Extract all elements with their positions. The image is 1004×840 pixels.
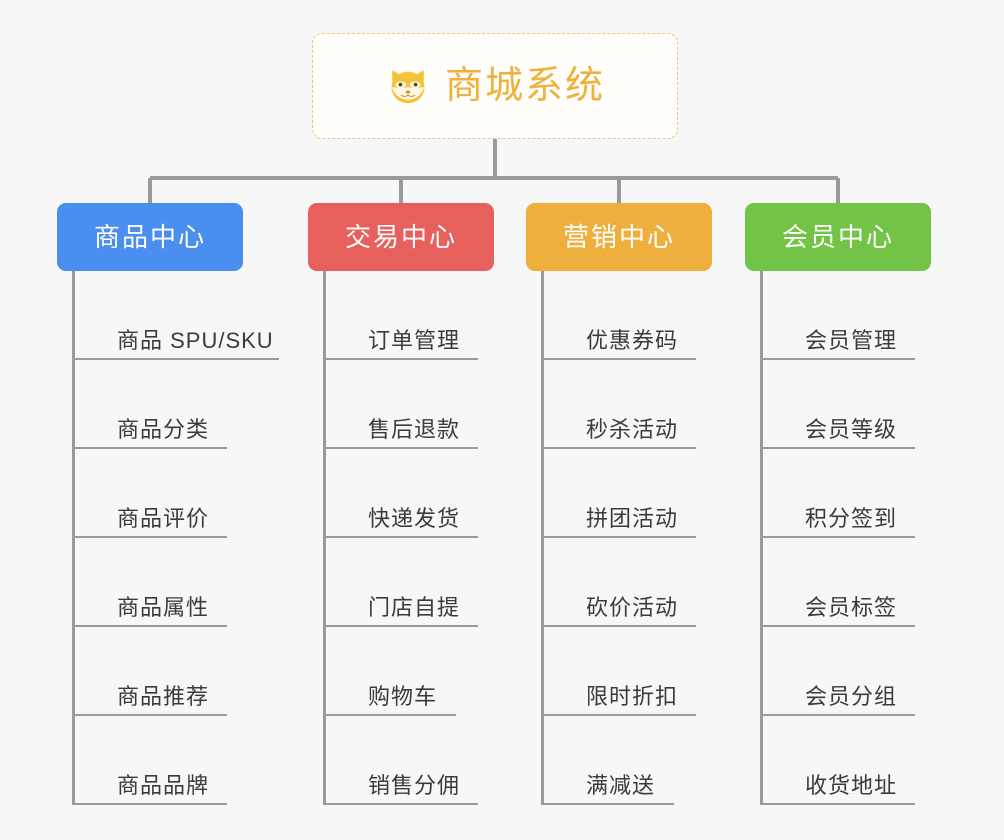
leaf-list-product: 商品 SPU/SKU 商品分类 商品评价 商品属性 商品推荐 商品品牌 (72, 271, 279, 805)
category-column-商品中心: 商品中心 商品 SPU/SKU 商品分类 商品评价 商品属性 商品推荐 商品品牌 (57, 203, 279, 805)
leaf-item[interactable]: 销售分佣 (326, 716, 494, 805)
leaf-label: 会员标签 (805, 595, 898, 620)
category-header-marketing[interactable]: 营销中心 (526, 203, 712, 271)
category-column-交易中心: 交易中心 订单管理 售后退款 快递发货 门店自提 购物车 销售分佣 (308, 203, 494, 805)
leaf-label: 商品推荐 (117, 684, 210, 709)
leaf-label: 售后退款 (368, 417, 461, 442)
leaf-underline (75, 714, 227, 716)
leaf-underline (763, 447, 915, 449)
leaf-underline (763, 358, 915, 360)
leaf-item[interactable]: 砍价活动 (544, 538, 712, 627)
category-header-label: 商品中心 (93, 222, 206, 252)
leaf-underline (75, 447, 227, 449)
leaf-label: 商品品牌 (117, 773, 210, 798)
category-header-member[interactable]: 会员中心 (745, 203, 931, 271)
leaf-label: 收货地址 (805, 773, 898, 798)
leaf-item[interactable]: 会员标签 (763, 538, 931, 627)
root-title: 商城系统 (444, 65, 605, 107)
leaf-label: 快递发货 (368, 506, 461, 531)
leaf-item[interactable]: 商品分类 (75, 360, 243, 449)
leaf-item[interactable]: 收货地址 (763, 716, 931, 805)
leaf-underline (75, 625, 227, 627)
leaf-underline (544, 714, 696, 716)
leaf-underline (544, 625, 696, 627)
leaf-item[interactable]: 优惠券码 (544, 271, 712, 360)
leaf-underline (763, 536, 915, 538)
leaf-underline (75, 358, 279, 360)
leaf-underline (544, 536, 696, 538)
category-header-trade[interactable]: 交易中心 (308, 203, 494, 271)
leaf-label: 商品分类 (117, 417, 210, 442)
leaf-underline (326, 714, 456, 716)
leaf-item[interactable]: 满减送 (544, 716, 712, 805)
leaf-item[interactable]: 限时折扣 (544, 627, 712, 716)
leaf-list-trade: 订单管理 售后退款 快递发货 门店自提 购物车 销售分佣 (323, 271, 494, 805)
leaf-item[interactable]: 商品品牌 (75, 716, 243, 805)
leaf-label: 会员分组 (805, 684, 898, 709)
leaf-underline (544, 447, 696, 449)
leaf-label: 砍价活动 (586, 595, 679, 620)
leaf-underline (326, 447, 478, 449)
leaf-underline (326, 625, 478, 627)
leaf-item[interactable]: 积分签到 (763, 449, 931, 538)
leaf-underline (763, 625, 915, 627)
leaf-label: 秒杀活动 (586, 417, 679, 442)
dog-face-icon (385, 63, 431, 109)
leaf-label: 门店自提 (368, 595, 461, 620)
leaf-item[interactable]: 秒杀活动 (544, 360, 712, 449)
leaf-label: 商品评价 (117, 506, 210, 531)
leaf-underline (326, 358, 478, 360)
leaf-item[interactable]: 商品属性 (75, 538, 243, 627)
leaf-underline (326, 803, 478, 805)
leaf-label: 购物车 (368, 684, 438, 709)
leaf-underline (763, 714, 915, 716)
leaf-label: 会员等级 (805, 417, 898, 442)
leaf-item[interactable]: 商品评价 (75, 449, 243, 538)
leaf-underline (544, 803, 674, 805)
leaf-item[interactable]: 拼团活动 (544, 449, 712, 538)
leaf-label: 商品 SPU/SKU (117, 328, 274, 353)
leaf-item[interactable]: 订单管理 (326, 271, 494, 360)
leaf-label: 限时折扣 (586, 684, 679, 709)
leaf-label: 积分签到 (805, 506, 898, 531)
leaf-item[interactable]: 会员等级 (763, 360, 931, 449)
category-header-label: 会员中心 (781, 222, 894, 252)
category-column-会员中心: 会员中心 会员管理 会员等级 积分签到 会员标签 会员分组 收货地址 (745, 203, 931, 805)
category-header-product[interactable]: 商品中心 (57, 203, 243, 271)
leaf-item[interactable]: 售后退款 (326, 360, 494, 449)
leaf-underline (763, 803, 915, 805)
leaf-item[interactable]: 商品 SPU/SKU (75, 271, 279, 360)
leaf-underline (75, 803, 227, 805)
leaf-item[interactable]: 会员分组 (763, 627, 931, 716)
category-header-label: 营销中心 (562, 222, 675, 252)
leaf-underline (544, 358, 696, 360)
leaf-label: 订单管理 (368, 328, 461, 353)
leaf-label: 满减送 (586, 773, 656, 798)
leaf-label: 会员管理 (805, 328, 898, 353)
leaf-item[interactable]: 商品推荐 (75, 627, 243, 716)
leaf-label: 商品属性 (117, 595, 210, 620)
leaf-underline (326, 536, 478, 538)
category-header-label: 交易中心 (344, 222, 457, 252)
leaf-label: 拼团活动 (586, 506, 679, 531)
leaf-list-member: 会员管理 会员等级 积分签到 会员标签 会员分组 收货地址 (760, 271, 931, 805)
category-column-营销中心: 营销中心 优惠券码 秒杀活动 拼团活动 砍价活动 限时折扣 满减送 (526, 203, 712, 805)
leaf-item[interactable]: 购物车 (326, 627, 494, 716)
leaf-label: 优惠券码 (586, 328, 679, 353)
leaf-label: 销售分佣 (368, 773, 461, 798)
leaf-item[interactable]: 门店自提 (326, 538, 494, 627)
leaf-item[interactable]: 快递发货 (326, 449, 494, 538)
leaf-list-marketing: 优惠券码 秒杀活动 拼团活动 砍价活动 限时折扣 满减送 (541, 271, 712, 805)
leaf-item[interactable]: 会员管理 (763, 271, 931, 360)
leaf-underline (75, 536, 227, 538)
root-node[interactable]: 商城系统 (312, 33, 678, 139)
